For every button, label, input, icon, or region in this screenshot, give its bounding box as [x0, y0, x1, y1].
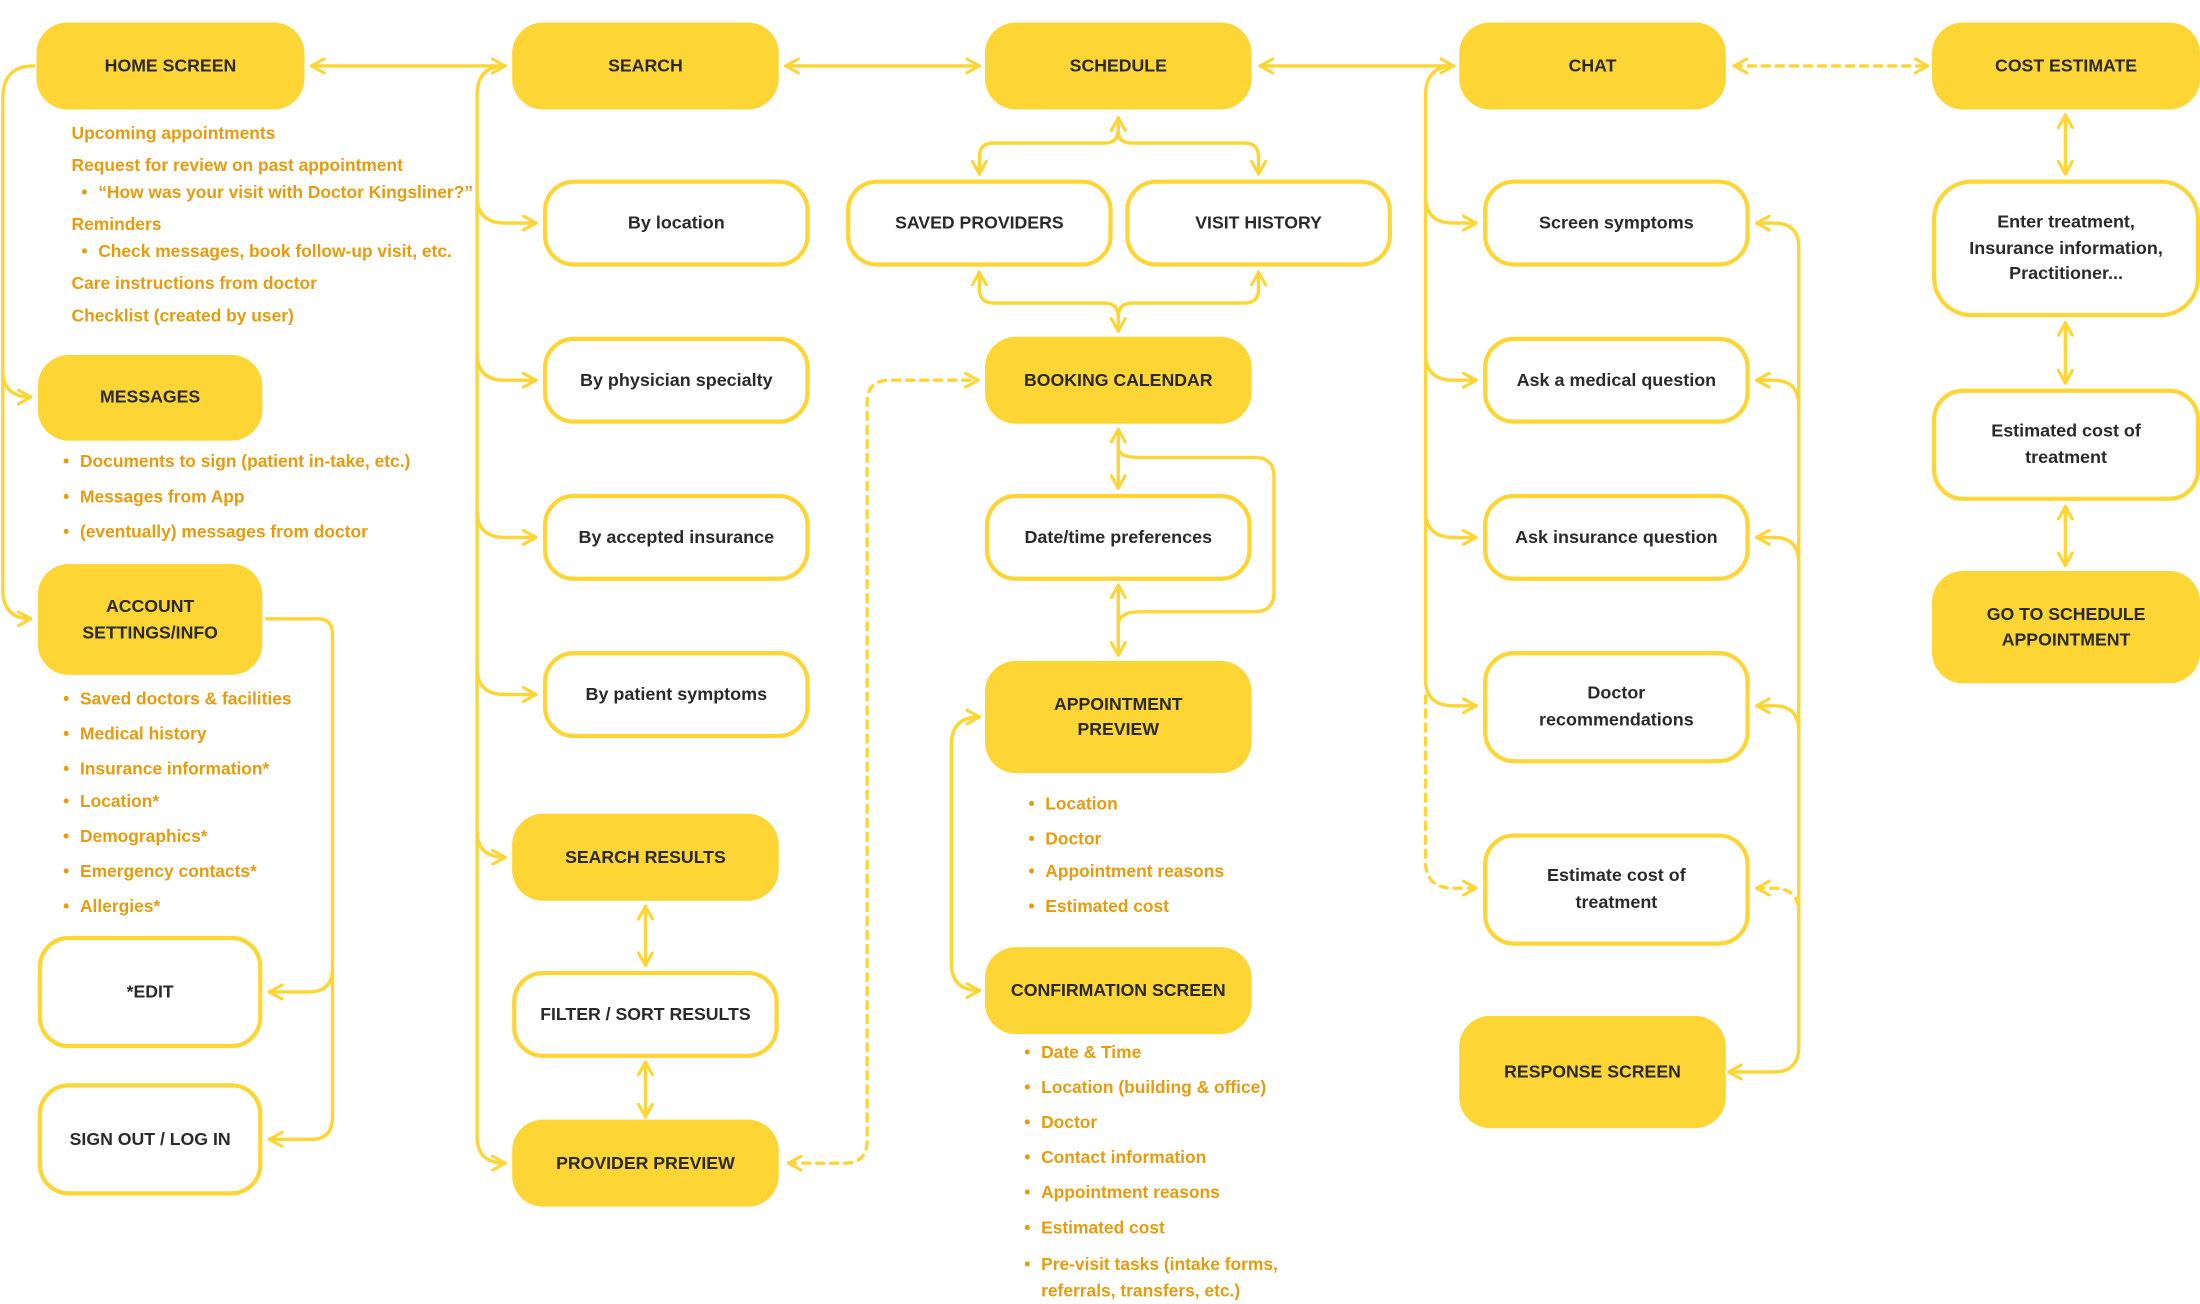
- confirmation-note-item: Appointment reasons: [1024, 1183, 1220, 1204]
- appointment-note-item: Appointment reasons: [1028, 862, 1224, 883]
- by-symptoms-node[interactable]: By patient symptoms: [542, 651, 810, 739]
- appointment-note-item: Estimated cost: [1028, 897, 1169, 918]
- home-note-upcoming: Upcoming appointments: [71, 123, 276, 144]
- filter-sort-node[interactable]: FILTER / SORT RESULTS: [512, 970, 779, 1058]
- home-note-checklist: Checklist (created by user): [71, 305, 294, 326]
- chat-to-screen-symptoms: [1423, 194, 1478, 223]
- by-location-node[interactable]: By location: [542, 179, 810, 267]
- account-note-item: Insurance information*: [63, 759, 269, 780]
- messages-note-item: (eventually) messages from doctor: [63, 522, 368, 543]
- estimated-cost-node[interactable]: Estimated cost of treatment: [1932, 388, 2200, 501]
- search-spine: [475, 64, 507, 1163]
- messages-node[interactable]: MESSAGES: [37, 354, 263, 441]
- home-to-messages: [1, 64, 36, 397]
- spine-to-by-symptoms: [475, 666, 538, 695]
- appointment-preview-node[interactable]: APPOINTMENT PREVIEW: [984, 660, 1252, 774]
- by-insurance-node[interactable]: By accepted insurance: [542, 493, 810, 581]
- chat-to-estimate-dashed: [1423, 694, 1478, 888]
- spine-to-search-results: [475, 828, 507, 858]
- saved-providers-node[interactable]: SAVED PROVIDERS: [846, 179, 1113, 267]
- home-note-care: Care instructions from doctor: [71, 273, 317, 294]
- confirmation-note-item: Date & Time: [1024, 1043, 1141, 1064]
- account-note-item: Allergies*: [63, 897, 160, 918]
- ask-insurance-node[interactable]: Ask insurance question: [1483, 493, 1750, 581]
- messages-note-item: Documents to sign (patient in-take, etc.…: [63, 452, 410, 473]
- screen-symptoms-node[interactable]: Screen symptoms: [1483, 179, 1750, 267]
- home-note-reminders-example: Check messages, book follow-up visit, et…: [81, 241, 451, 262]
- preview-to-booking-dashed: [786, 380, 980, 1163]
- confirmation-note-item: Contact information: [1024, 1148, 1206, 1169]
- doctor-recommendations-node[interactable]: Doctor recommendations: [1483, 651, 1750, 764]
- spine-to-by-insurance: [475, 509, 538, 538]
- ask-medical-to-response: [1754, 380, 1801, 408]
- chat-node[interactable]: CHAT: [1459, 22, 1726, 110]
- history-to-booking: [1116, 270, 1258, 319]
- response-screen-node[interactable]: RESPONSE SCREEN: [1459, 1015, 1726, 1129]
- spine-to-by-location: [475, 194, 538, 223]
- appointment-confirmation-link: [949, 717, 982, 991]
- schedule-node[interactable]: SCHEDULE: [984, 22, 1252, 110]
- spine-to-by-specialty: [475, 351, 538, 381]
- chat-to-ask-medical: [1423, 351, 1478, 381]
- confirmation-screen-node[interactable]: CONFIRMATION SCREEN: [984, 947, 1252, 1035]
- sign-out-node[interactable]: SIGN OUT / LOG IN: [37, 1083, 263, 1196]
- chat-to-doctor-recs: [1423, 677, 1478, 706]
- by-specialty-node[interactable]: By physician specialty: [542, 336, 810, 424]
- account-note-item: Location*: [63, 791, 159, 812]
- account-right-spine: [264, 617, 335, 1140]
- response-spine: [1726, 223, 1801, 1072]
- account-note-item: Demographics*: [63, 826, 207, 847]
- visit-history-node[interactable]: VISIT HISTORY: [1125, 179, 1392, 267]
- confirmation-note-item: Pre-visit tasks (intake forms, referrals…: [1024, 1252, 1294, 1304]
- go-to-schedule-node[interactable]: GO TO SCHEDULE APPOINTMENT: [1932, 571, 2200, 684]
- schedule-to-history: [1116, 130, 1258, 176]
- cost-estimate-node[interactable]: COST ESTIMATE: [1932, 22, 2200, 110]
- home-screen-node[interactable]: HOME SCREEN: [36, 22, 305, 110]
- chat-spine: [1423, 64, 1456, 681]
- saved-to-booking: [979, 270, 1118, 333]
- doctor-recs-to-response: [1754, 706, 1801, 733]
- account-note-item: Emergency contacts*: [63, 862, 257, 883]
- booking-loop: [1116, 445, 1276, 628]
- home-note-review: Request for review on past appointment: [71, 155, 403, 176]
- account-settings-node[interactable]: ACCOUNT SETTINGS/INFO: [37, 564, 263, 675]
- estimate-to-response-dashed: [1754, 888, 1801, 916]
- datetime-preferences-node[interactable]: Date/time preferences: [984, 493, 1252, 581]
- search-results-node[interactable]: SEARCH RESULTS: [512, 813, 779, 901]
- messages-note-item: Messages from App: [63, 487, 244, 508]
- ask-medical-node[interactable]: Ask a medical question: [1483, 336, 1750, 424]
- home-to-account: [1, 363, 33, 619]
- account-note-item: Medical history: [63, 724, 206, 745]
- edit-node[interactable]: *EDIT: [37, 935, 263, 1049]
- ask-insurance-to-response: [1754, 537, 1801, 565]
- chat-to-ask-insurance: [1423, 509, 1478, 538]
- appointment-note-item: Doctor: [1028, 829, 1101, 850]
- confirmation-note-item: Doctor: [1024, 1113, 1097, 1134]
- schedule-to-saved: [979, 116, 1118, 176]
- enter-treatment-node[interactable]: Enter treatment, Insurance information, …: [1932, 179, 2200, 318]
- estimate-cost-node[interactable]: Estimate cost of treatment: [1483, 833, 1750, 946]
- home-note-review-example: “How was your visit with Doctor Kingslin…: [81, 182, 473, 203]
- home-note-reminders: Reminders: [71, 214, 162, 235]
- account-to-edit: [267, 966, 335, 992]
- search-node[interactable]: SEARCH: [512, 22, 779, 110]
- provider-preview-node[interactable]: PROVIDER PREVIEW: [512, 1119, 779, 1207]
- account-note-item: Saved doctors & facilities: [63, 689, 291, 710]
- confirmation-note-item: Location (building & office): [1024, 1078, 1266, 1099]
- booking-calendar-node[interactable]: BOOKING CALENDAR: [984, 336, 1252, 424]
- appointment-note-item: Location: [1029, 794, 1118, 815]
- confirmation-note-item: Estimated cost: [1024, 1218, 1165, 1239]
